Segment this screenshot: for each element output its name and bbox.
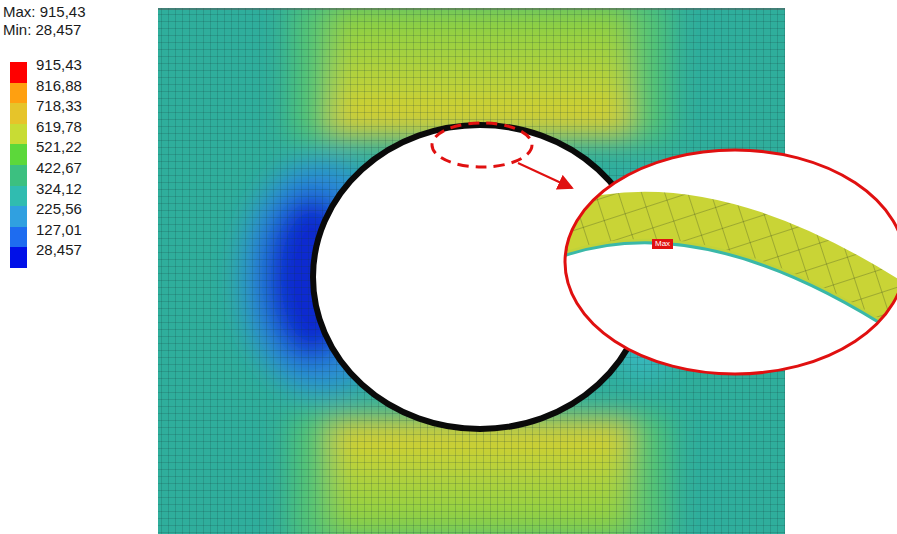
legend-value: 127,01 (36, 221, 82, 238)
legend-swatch (10, 103, 27, 124)
legend-value: 422,67 (36, 159, 82, 176)
legend-swatch (10, 165, 27, 186)
legend-value: 619,78 (36, 118, 82, 135)
legend-swatch (10, 83, 27, 104)
legend-value: 816,88 (36, 77, 82, 94)
legend-value: 28,457 (36, 241, 82, 258)
legend-value: 718,33 (36, 97, 82, 114)
legend-swatch (10, 62, 27, 83)
legend-swatch (10, 186, 27, 207)
legend-value: 225,56 (36, 200, 82, 217)
max-marker: Max (652, 239, 673, 249)
legend-swatch (10, 144, 27, 165)
legend-swatch (10, 227, 27, 248)
legend-value: 521,22 (36, 138, 82, 155)
legend-swatch (10, 206, 27, 227)
legend-value: 915,43 (36, 56, 82, 73)
min-value: Min: 28,457 (3, 21, 81, 38)
legend-swatch (10, 124, 27, 145)
legend-value: 324,12 (36, 180, 82, 197)
legend-swatch (10, 247, 27, 268)
max-value: Max: 915,43 (3, 3, 86, 20)
